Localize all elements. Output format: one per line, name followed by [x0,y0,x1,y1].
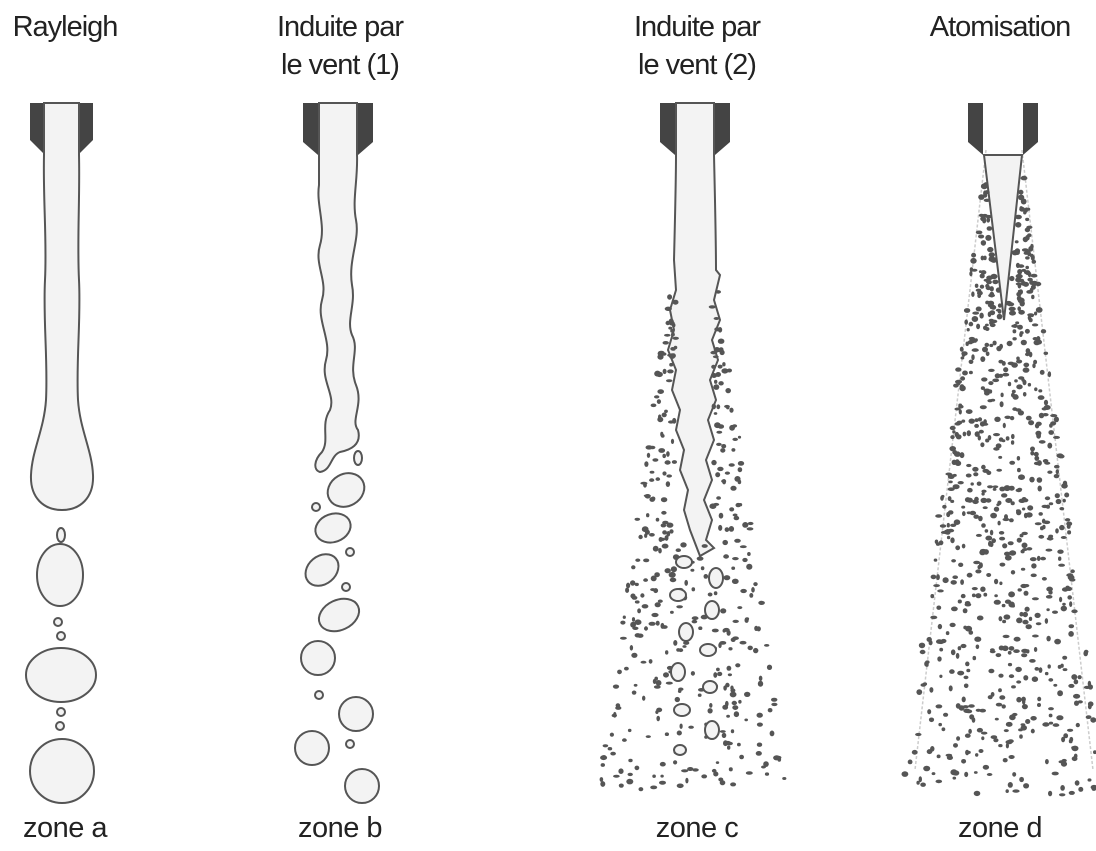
zone-label: zone c [655,812,739,844]
regime-title: Rayleigh [12,11,119,43]
panel-atomisation: Atomisation zone d [905,0,1095,851]
droplet [599,777,604,782]
zone-label: zone d [957,812,1043,844]
panel-wind-induced-1: Induite par le vent (1) zone b [255,0,425,851]
droplet [601,755,607,759]
droplet [600,781,606,787]
regime-title: Atomisation [929,11,1072,43]
panel-rayleigh: Rayleigh zone a [0,0,130,851]
droplet [600,755,608,761]
droplet [782,777,787,780]
regime-title: Induite par le vent (1) [276,11,404,81]
panel-wind-induced-2: Induite par le vent (2) zone c [612,0,782,851]
zone-label: zone a [22,812,108,844]
regime-title: Induite par le vent (2) [633,11,761,81]
zone-label: zone b [297,812,383,844]
droplet [600,763,605,767]
droplet [602,744,609,748]
